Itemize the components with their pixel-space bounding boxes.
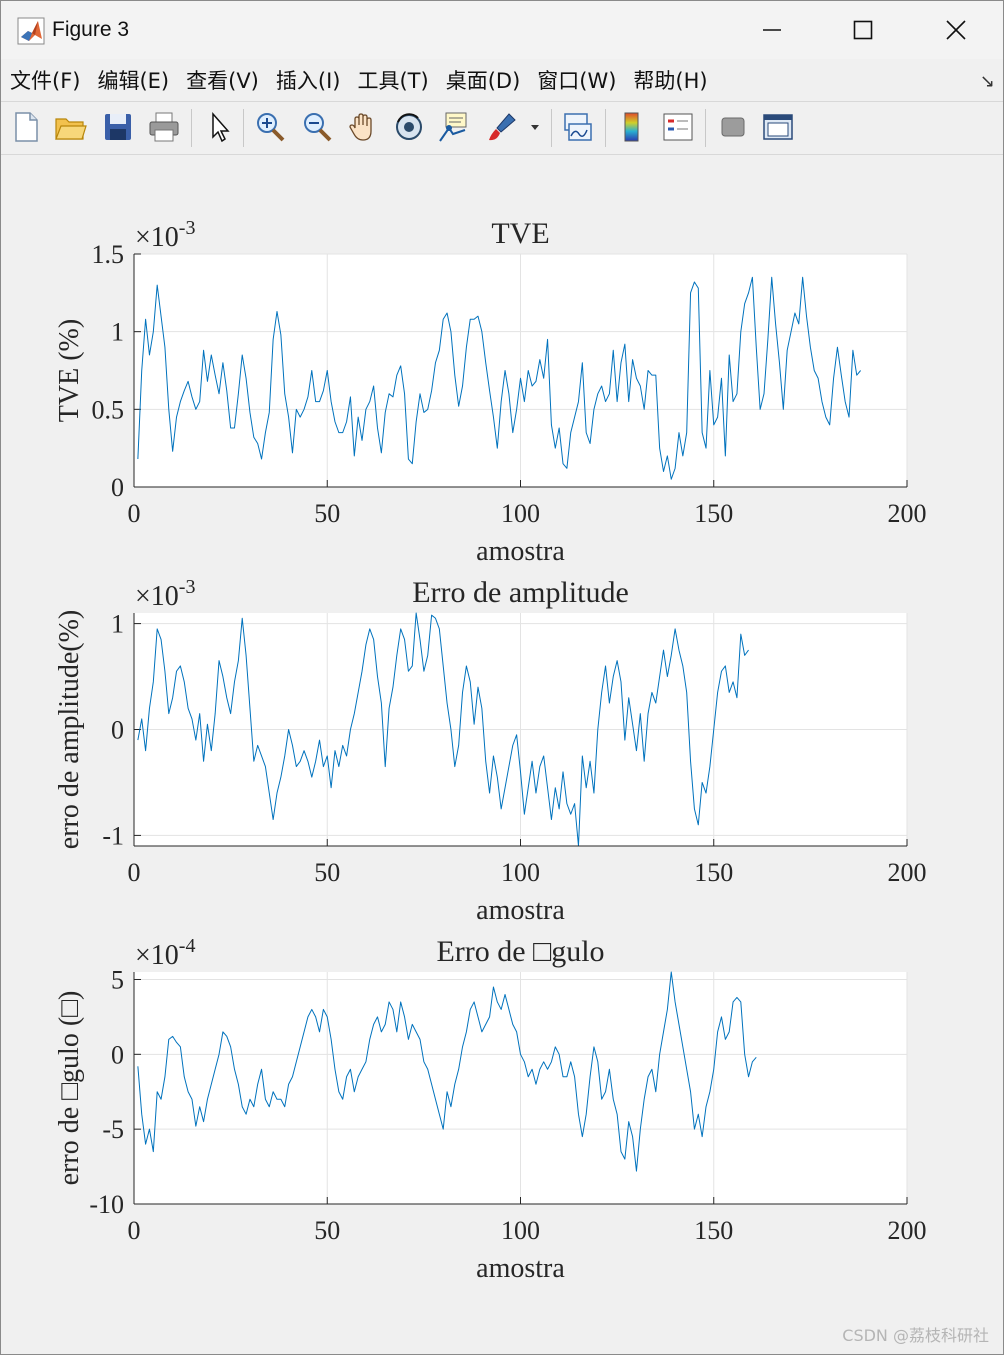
x-tick-label: 150 [694,1216,733,1245]
colorbar-icon[interactable] [615,110,649,144]
menu-bar: 文件(F) 编辑(E) 查看(V) 插入(I) 工具(T) 桌面(D) 窗口(W… [1,61,1003,99]
x-tick-label: 50 [314,499,340,528]
legend-icon[interactable] [661,110,695,144]
zoom-in-icon[interactable] [253,110,287,144]
x-tick-label: 100 [501,858,540,887]
y-tick-label: 0 [111,1040,124,1069]
maximize-button[interactable] [840,9,886,51]
rotate-3d-icon[interactable] [392,110,426,144]
x-tick-label: 0 [128,499,141,528]
x-tick-label: 200 [888,1216,927,1245]
link-plot-icon[interactable] [561,110,595,144]
y-tick-label: 1 [111,318,124,347]
show-plot-tools-icon[interactable] [761,110,795,144]
figure-toolbar [1,101,1003,155]
data-series-line[interactable] [137,971,757,1172]
exponent-label: ×10-4 [135,935,195,971]
x-tick-label: 50 [314,1216,340,1245]
matlab-icon [17,17,45,45]
window-title: Figure 3 [52,18,130,41]
x-tick-label: 100 [501,1216,540,1245]
y-tick-label: 5 [111,965,124,994]
axes-1[interactable]: 0 50 100 150 200 0 0.5 1 1.5 TVE ×10-3 amostra TVE (… [54,217,927,567]
new-figure-icon[interactable] [9,110,43,144]
brush-icon[interactable] [485,110,519,144]
data-cursor-icon[interactable] [437,110,471,144]
zoom-out-icon[interactable] [300,110,334,144]
exponent-label: ×10-3 [135,576,195,612]
y-tick-label: 1 [111,610,124,639]
y-tick-label: -5 [102,1115,124,1144]
menu-help[interactable]: 帮助(H) [633,69,708,93]
menu-edit[interactable]: 编辑(E) [97,69,170,93]
y-tick-label: 0 [111,716,124,745]
x-axis-label: amostra [476,1253,565,1284]
y-axis-label: erro de amplitude(%) [54,610,85,849]
brush-dropdown-icon[interactable] [527,110,543,144]
menu-desktop[interactable]: 桌面(D) [445,69,521,93]
print-icon[interactable] [147,110,181,144]
dock-arrow-icon[interactable]: ↘ [979,71,995,92]
maximize-icon [853,20,873,40]
close-icon [946,20,966,40]
y-tick-label: -1 [102,821,124,850]
minimize-button[interactable] [749,9,795,51]
menu-tools[interactable]: 工具(T) [357,69,429,93]
title-bar[interactable]: Figure 3 [1,1,1003,59]
menu-window[interactable]: 窗口(W) [537,69,617,93]
axes-title: Erro de amplitude [412,576,629,609]
x-tick-label: 150 [694,858,733,887]
minimize-icon [763,29,781,31]
save-icon[interactable] [101,110,135,144]
close-button[interactable] [933,9,979,51]
y-tick-label: -10 [89,1190,124,1219]
menu-view[interactable]: 查看(V) [186,69,259,93]
open-file-icon[interactable] [53,110,87,144]
x-tick-label: 200 [888,499,927,528]
pan-hand-icon[interactable] [346,110,380,144]
y-tick-label: 0.5 [92,395,125,424]
x-tick-label: 200 [888,858,927,887]
y-tick-label: 1.5 [92,240,125,269]
x-tick-label: 150 [694,499,733,528]
menu-file[interactable]: 文件(F) [10,69,81,93]
data-series-line[interactable] [137,612,749,847]
exponent-label: ×10-3 [135,217,195,253]
data-series-line[interactable] [137,276,862,480]
x-tick-label: 0 [128,1216,141,1245]
x-tick-label: 0 [128,858,141,887]
edit-plot-arrow-icon[interactable] [203,110,237,144]
axes-3[interactable]: 0 50 100 150 200 -10 -5 0 5 Erro de □gulo ×10-4 amo… [54,935,927,1284]
y-axis-label: TVE (%) [54,319,85,422]
watermark: CSDN @荔枝科研社 [842,1326,989,1345]
y-tick-label: 0 [111,473,124,502]
axes-title: Erro de □gulo [436,935,604,968]
x-axis-label: amostra [476,536,565,567]
x-tick-label: 50 [314,858,340,887]
axes-title: TVE [491,217,549,250]
x-tick-label: 100 [501,499,540,528]
hide-plot-tools-icon[interactable] [716,110,750,144]
x-axis-label: amostra [476,895,565,926]
y-axis-label: erro de □gulo (□) [54,991,85,1186]
menu-insert[interactable]: 插入(I) [275,69,341,93]
